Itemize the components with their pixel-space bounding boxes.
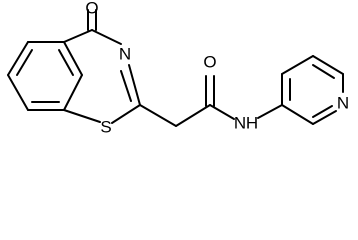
imine-inner-double-bond (120, 70, 132, 102)
pyridine-nitrogen-label: N (337, 93, 349, 112)
heteroring-bond (63, 29, 93, 43)
benzene-inner-double-bond (58, 49, 74, 76)
heteroring-bond (128, 64, 141, 106)
pyridine-inner-double-bond (312, 64, 335, 79)
benzene-inner-double-bond (16, 49, 33, 76)
benzene-bond (7, 74, 29, 111)
benzene-bond (63, 74, 83, 111)
benzene-bond (7, 41, 29, 76)
amide-nh-to-aryl-bond (257, 104, 283, 119)
heteroring-bond (111, 104, 141, 124)
amide-hydrogen-label: H (246, 113, 258, 132)
benzene-bond (63, 41, 83, 76)
pyridine-bond (312, 110, 337, 125)
heteroring-bond (91, 29, 122, 45)
pyridine-bond (281, 55, 314, 75)
heteroring-bond (63, 109, 101, 123)
ring-sulfur-label: S (100, 117, 111, 136)
side-chain-bond (139, 104, 177, 127)
pyridine-bond (281, 104, 314, 125)
pyridine-inner-double-bond (312, 105, 333, 118)
ring-nitrogen-label: N (119, 44, 131, 63)
amide-oxygen-label: O (203, 52, 216, 71)
chemical-structure: O N S O N H N (7, 0, 349, 136)
pyridine-bond (312, 55, 344, 75)
ring-oxygen-label: O (85, 0, 98, 17)
amide-nitrogen-label: N (234, 113, 246, 132)
side-chain-bond (175, 104, 211, 127)
amide-cn-bond (209, 104, 235, 120)
structure-canvas: O N S O N H N (7, 0, 350, 137)
